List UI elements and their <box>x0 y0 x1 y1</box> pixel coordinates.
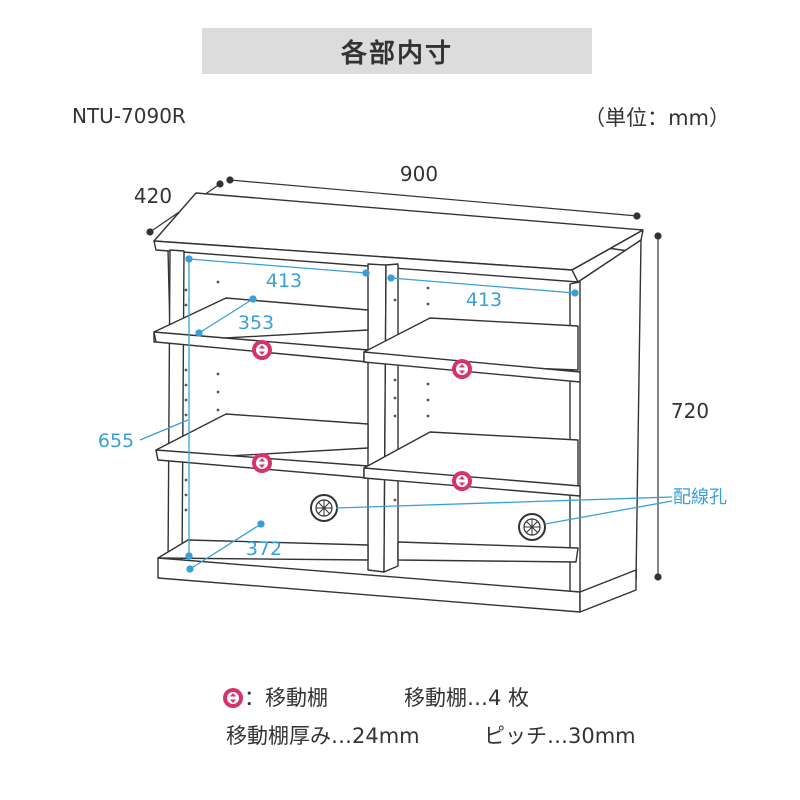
width-label: 900 <box>400 162 438 186</box>
inner-depth-lower-label: 372 <box>246 538 282 560</box>
inner-depth-upper-label: 353 <box>238 312 274 334</box>
legend-row-1: ：移動棚 <box>222 682 328 712</box>
inner-dimension-lines <box>139 255 673 573</box>
depth-label: 420 <box>134 184 172 208</box>
cable-hole-left <box>310 494 338 522</box>
inner-width-left-label: 413 <box>266 270 302 292</box>
shelf-pin-holes <box>184 280 430 512</box>
legend-marker-text: ：移動棚 <box>244 686 328 710</box>
unit-label: （単位：mm） <box>584 106 730 130</box>
legend-shelf-thickness: 移動棚厚み…24mm <box>226 724 420 748</box>
height-label: 720 <box>671 399 709 423</box>
title-bar: 各部内寸 <box>202 28 592 74</box>
cable-hole-right <box>518 513 546 541</box>
cabinet-body <box>153 192 644 613</box>
movable-shelf-marker-icon <box>252 340 272 360</box>
legend-pitch: ピッチ…30mm <box>484 724 636 748</box>
movable-shelf-marker-icon <box>452 359 472 379</box>
movable-shelf-marker-icon <box>223 688 243 708</box>
legend-shelf-count: 移動棚…4 枚 <box>404 686 530 710</box>
page-title: 各部内寸 <box>340 38 453 69</box>
cable-hole-label: 配線孔 <box>673 487 727 508</box>
outer-dimension-lines <box>146 176 662 581</box>
movable-shelf-marker-icon <box>252 453 272 473</box>
model-number: NTU-7090R <box>72 104 186 128</box>
inner-height-label: 655 <box>98 430 134 452</box>
movable-shelf-marker-icon <box>452 471 472 491</box>
inner-width-right-label: 413 <box>466 289 502 311</box>
